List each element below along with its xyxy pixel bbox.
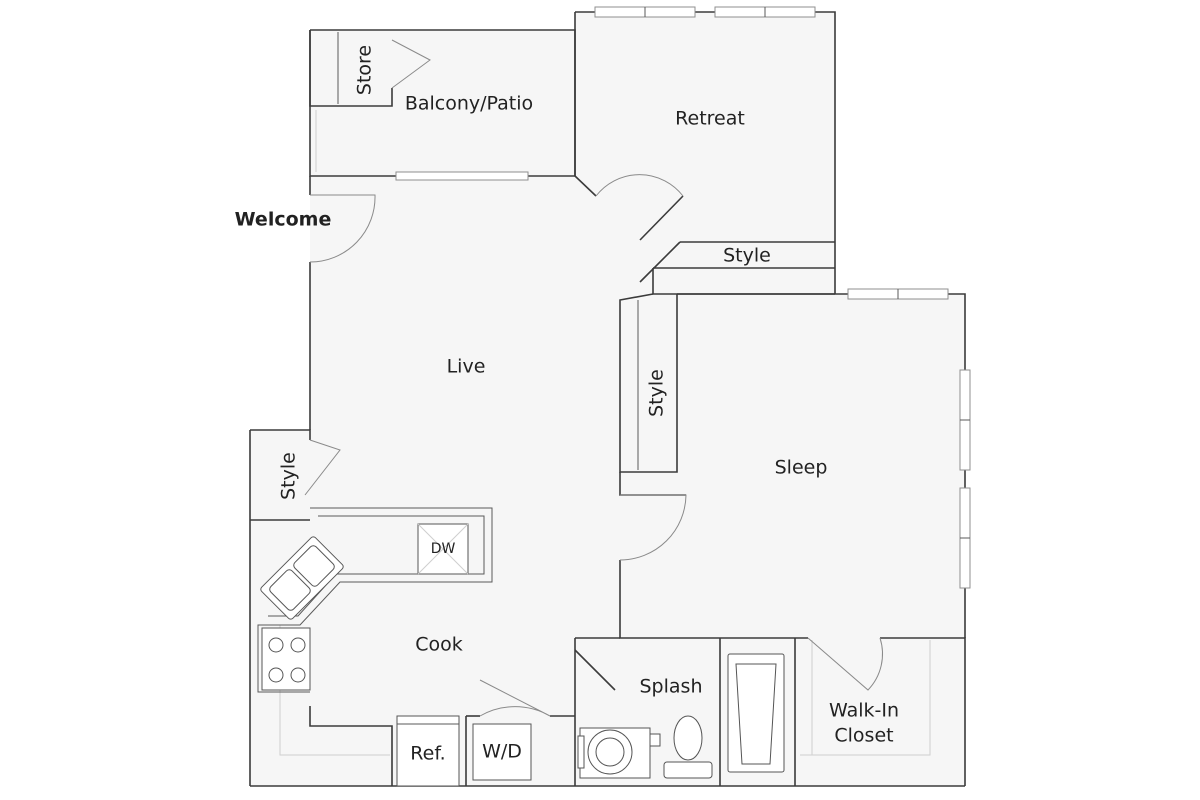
- sleep-label: Sleep: [775, 457, 828, 479]
- closet-label-line2: Closet: [834, 725, 893, 747]
- doors: [304, 39, 884, 717]
- kitchen-counters: DW Ref. W/D: [257, 507, 532, 787]
- windows: [395, 6, 971, 589]
- floor-fill: [250, 12, 965, 786]
- welcome-label: Welcome: [235, 209, 332, 231]
- closet-label-line1: Walk-In: [829, 700, 899, 722]
- washer-dryer-label: W/D: [482, 741, 522, 763]
- style-mid-label: Style: [646, 369, 668, 417]
- cook-label: Cook: [415, 634, 463, 656]
- washer-dryer: W/D: [472, 723, 532, 781]
- style-left-label: Style: [278, 452, 300, 500]
- refrigerator: Ref.: [396, 715, 460, 787]
- dishwasher-label: DW: [431, 541, 456, 557]
- splash-label: Splash: [640, 676, 703, 698]
- walls: [249, 11, 966, 787]
- sink-icon: [260, 536, 344, 620]
- retreat-label: Retreat: [675, 108, 745, 130]
- room-labels: Balcony/Patio Store Retreat Welcome Styl…: [235, 45, 899, 747]
- dishwasher: DW: [417, 523, 469, 575]
- live-label: Live: [447, 356, 486, 378]
- bathtub-icon: [727, 653, 785, 773]
- toilet-icon: [663, 715, 713, 779]
- refrigerator-label: Ref.: [410, 743, 445, 765]
- range-icon: [261, 627, 311, 691]
- vanity-icon: [577, 727, 661, 779]
- store-label: Store: [354, 45, 376, 95]
- bath-fixtures: [577, 653, 785, 779]
- balcony-label: Balcony/Patio: [405, 93, 533, 115]
- style-top-label: Style: [723, 245, 771, 267]
